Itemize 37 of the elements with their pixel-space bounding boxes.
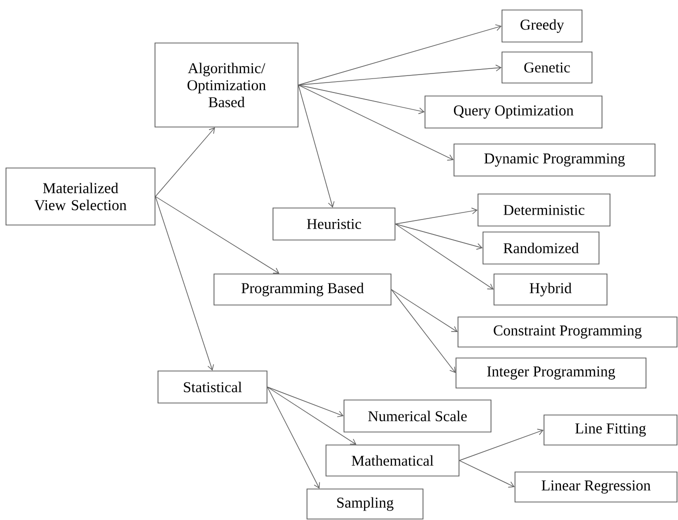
arrow [391, 289, 458, 332]
arrow [459, 428, 544, 461]
category-box: Heuristic [272, 208, 396, 240]
arrow [459, 460, 515, 488]
category-box: Genetic [502, 52, 592, 84]
category-box: Sampling [306, 488, 424, 520]
arrow [298, 84, 425, 114]
category-box: Mathematical [326, 444, 460, 476]
category-box: Integer Programming [456, 358, 646, 388]
category-box: Query Optimization [424, 96, 602, 128]
arrow [267, 386, 356, 445]
arrow [395, 208, 478, 224]
category-box: Randomized [482, 232, 600, 264]
arrow [155, 196, 280, 274]
arrow [155, 127, 215, 197]
arrow [395, 224, 483, 250]
category-box: Deterministic [478, 194, 610, 226]
arrow [298, 84, 454, 161]
category-box: Hybrid [494, 274, 608, 306]
category-box: Linear Regression [514, 472, 678, 502]
arrow [298, 64, 502, 86]
category-box: Constraint Programming [458, 316, 678, 348]
arrow [267, 386, 344, 418]
arrow [267, 386, 320, 489]
category-box: Programming Based [214, 274, 392, 306]
category-box: Dynamic Programming [454, 144, 656, 176]
arrow [391, 289, 456, 373]
arrow [395, 224, 494, 290]
category-box: Line Fitting [544, 414, 678, 446]
arrow [155, 196, 214, 371]
arrow [298, 24, 502, 86]
category-box: Materialized View Selection [6, 168, 156, 226]
arrow [298, 84, 334, 208]
category-box: Statistical [158, 370, 268, 404]
category-box: Numerical Scale [344, 400, 492, 432]
category-box: Greedy [502, 10, 582, 42]
category-box: Algorithmic/ Optimization Based [154, 42, 298, 128]
